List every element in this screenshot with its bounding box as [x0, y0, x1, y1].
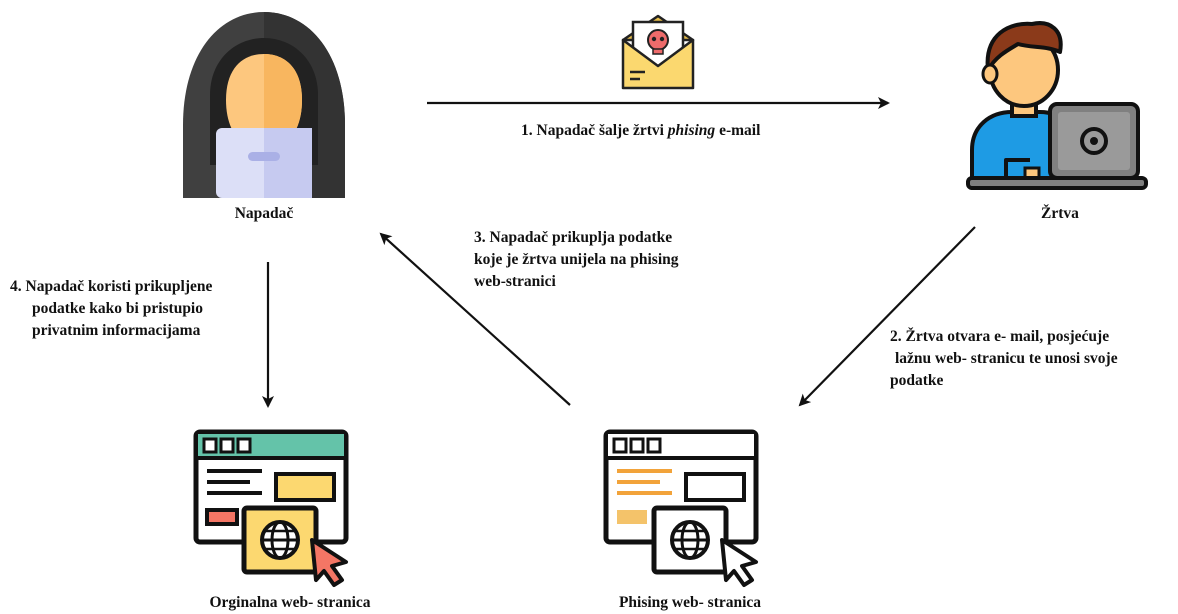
step3-line-1: 3. Napadač prikuplja podatke	[474, 229, 673, 246]
step3-line-3: web-stranici	[474, 273, 556, 290]
step4-line-2: podatke kako bi pristupio	[32, 300, 203, 317]
browser-globe-icon	[193, 429, 349, 587]
step1-prefix: 1. Napadač šalje žrtvi	[521, 122, 668, 139]
step1-italic: phising	[667, 122, 716, 139]
browser-globe-icon	[603, 429, 759, 587]
step3-label: 3. Napadač prikuplja podatke koje je žrt…	[474, 227, 679, 293]
hooded-hacker-icon	[183, 12, 345, 198]
step4-label: 4. Napadač koristi prikupljene podatke k…	[10, 276, 212, 342]
person-laptop-icon	[966, 21, 1148, 190]
step3-line-2: koje je žrtva unijela na phising	[474, 251, 679, 268]
original-site-label: Orginalna web- stranica	[209, 594, 371, 611]
step4-line-3: privatnim informacijama	[32, 322, 201, 339]
phishing-email-skull-icon	[621, 14, 695, 90]
step2-line-2: lažnu web- stranicu te unosi svoje	[895, 350, 1118, 367]
phishing-site-label: Phising web- stranica	[618, 594, 762, 611]
step2-line-1: 2. Žrtva otvara e- mail, posjećuje	[890, 328, 1110, 345]
attacker-label: Napadač	[234, 205, 294, 222]
step1-label: 1. Napadač šalje žrtvi phising e-mail	[521, 120, 760, 142]
victim-label: Žrtva	[1041, 205, 1079, 222]
step2-line-3: podatke	[890, 372, 944, 389]
step2-label: 2. Žrtva otvara e- mail, posjećuje lažnu…	[890, 326, 1118, 392]
step1-suffix: e-mail	[715, 122, 761, 139]
step4-line-1: 4. Napadač koristi prikupljene	[10, 278, 213, 295]
arrow-step3	[379, 232, 571, 406]
arrow-step2	[798, 226, 976, 407]
